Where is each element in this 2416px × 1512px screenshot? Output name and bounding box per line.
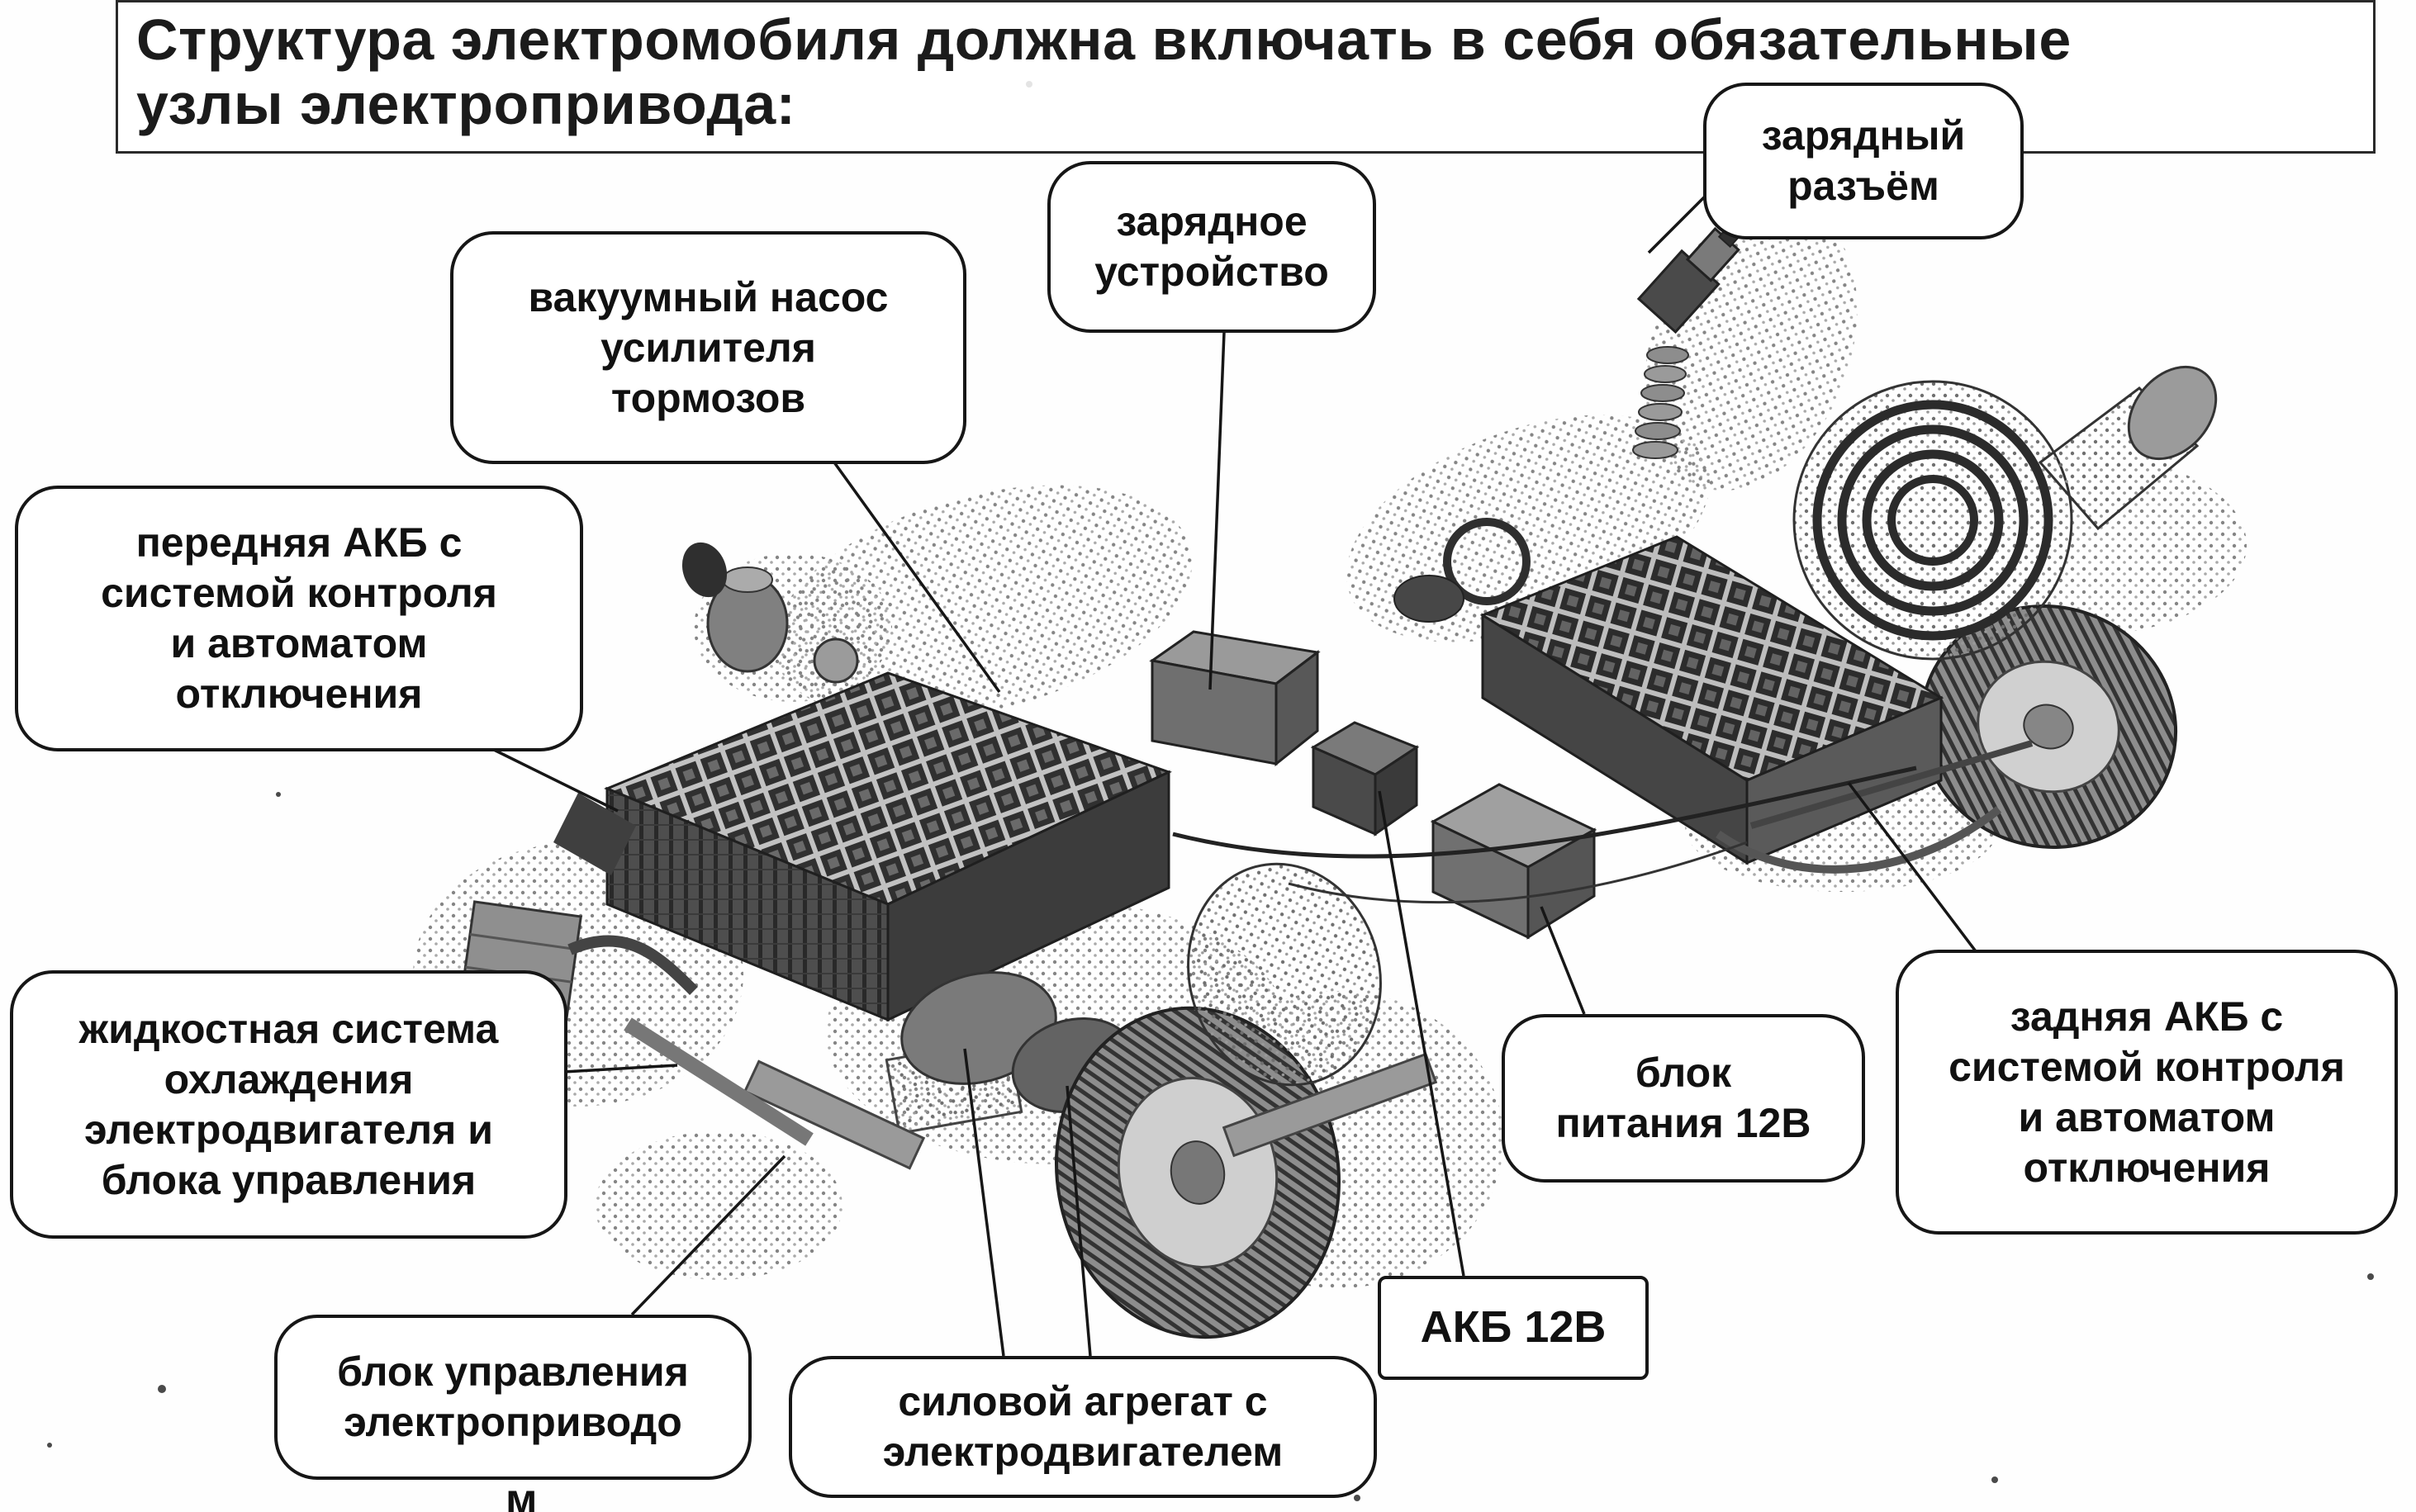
charge-connector-part	[1632, 215, 1750, 459]
suspension	[624, 740, 2034, 1170]
pump-ring	[1393, 518, 1531, 623]
charger-part	[1149, 630, 1321, 767]
front-wheel	[1055, 1006, 1341, 1339]
callout-power-supply-12v: блок питания 12В	[1502, 1014, 1865, 1183]
battery-12v-part	[1310, 721, 1420, 837]
callout-charge-connector-label: зарядный разъём	[1761, 112, 1966, 209]
callout-cooling-system-label: жидкостная система охлаждения электродви…	[78, 1005, 499, 1203]
callout-charge-connector: зарядный разъём	[1703, 83, 2024, 239]
power-supply-part	[1430, 783, 1597, 940]
callout-front-battery: передняя АКБ с системой контроля и автом…	[15, 486, 583, 751]
callout-charger-label: зарядное устройство	[1094, 198, 1329, 295]
callout-power-unit-label: силовой агрегат с электродвигателем	[882, 1378, 1284, 1475]
callout-power-unit: силовой агрегат с электродвигателем	[789, 1356, 1377, 1498]
callout-cooling-system: жидкостная система охлаждения электродви…	[10, 970, 567, 1239]
callout-charger: зарядное устройство	[1047, 161, 1376, 333]
callout-vacuum-pump-label: вакуумный насос усилителя тормозов	[528, 273, 889, 421]
rear-battery-pack	[1479, 535, 1944, 865]
callout-power-supply-12v-label: блок питания 12В	[1555, 1050, 1811, 1146]
callout-battery-12v: АКБ 12В	[1378, 1276, 1649, 1380]
callout-battery-12v-label: АКБ 12В	[1420, 1302, 1607, 1353]
cables	[1172, 765, 1917, 904]
callout-front-battery-label: передняя АКБ с системой контроля и автом…	[101, 519, 497, 717]
callout-control-unit-overflow: м	[506, 1476, 538, 1512]
callout-control-unit-label: блок управления электроприводо	[337, 1348, 689, 1445]
page-title: Структура электромобиля должна включать …	[136, 7, 2072, 137]
callout-vacuum-pump: вакуумный насос усилителя тормозов	[450, 231, 966, 464]
title-box: Структура электромобиля должна включать …	[116, 0, 2376, 154]
charging-cable-coil	[1792, 365, 2218, 661]
front-battery-pack	[604, 671, 1172, 1022]
leader-lines	[493, 195, 1977, 1357]
spare-tire	[1187, 862, 1382, 1087]
callout-control-unit: блок управления электроприводо	[274, 1315, 752, 1480]
callout-rear-battery-label: задняя АКБ с системой контроля и автомат…	[1948, 993, 2345, 1191]
rear-wheel	[1919, 604, 2178, 849]
callout-rear-battery: задняя АКБ с системой контроля и автомат…	[1896, 950, 2398, 1235]
